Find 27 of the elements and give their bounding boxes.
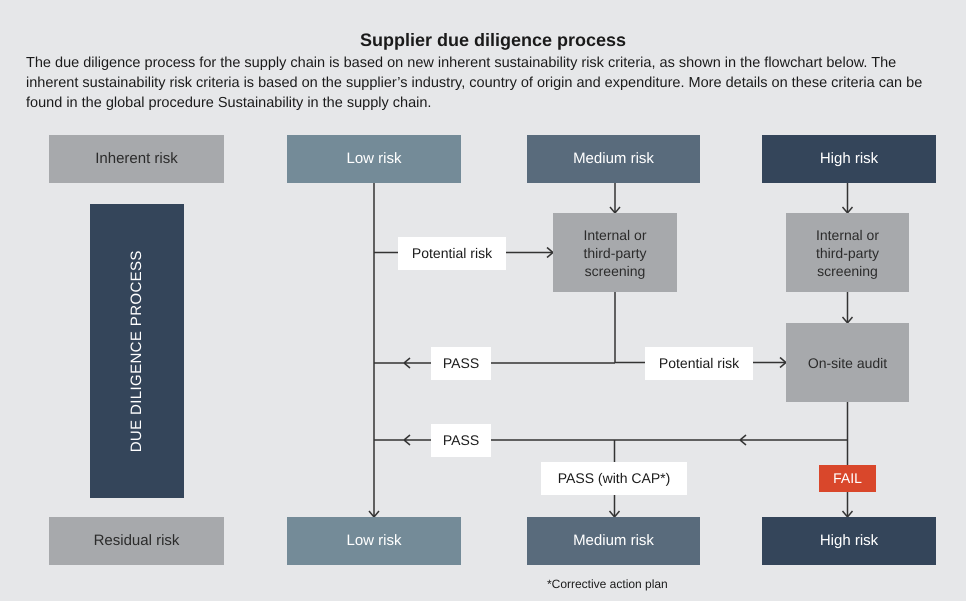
connector-arrow: [609, 183, 621, 214]
footnote: *Corrective action plan: [547, 576, 669, 593]
connector-arrow: [842, 292, 854, 324]
level-box: Residual risk: [49, 517, 224, 565]
process-band: DUE DILIGENCE PROCESS: [90, 204, 184, 498]
edge-label: PASS: [431, 347, 491, 380]
title: Supplier due diligence process: [358, 29, 628, 52]
risk-level-box: Medium risk: [527, 517, 700, 565]
process-box: Internal or third-party screening: [786, 213, 909, 292]
connector-arrow: [842, 492, 854, 518]
level-box: Inherent risk: [49, 135, 224, 183]
risk-level-box: Low risk: [287, 135, 461, 183]
connector-arrow: [842, 183, 854, 214]
edge-label: PASS (with CAP*): [541, 462, 687, 495]
edge-label: Potential risk: [398, 237, 506, 270]
risk-level-box: Low risk: [287, 517, 461, 565]
risk-level-box: High risk: [762, 517, 936, 565]
process-box: Internal or third-party screening: [553, 213, 677, 292]
edge-label: Potential risk: [645, 347, 753, 380]
fail-box: FAIL: [819, 465, 876, 492]
connector-arrow: [614, 434, 848, 446]
edge-label: PASS: [431, 424, 491, 457]
intro-paragraph: The due diligence process for the supply chain is based on new inherent sustainability risk criteria, as shown in the flowchart below. The inherent sustainability risk criteria is based on the supplier’s industry, country of origin and expenditure. More details on these criteria can be found in the global procedure Sustainability in the supply chain.: [26, 54, 924, 113]
risk-level-box: High risk: [762, 135, 936, 183]
connector-arrow: [368, 183, 380, 518]
risk-level-box: Medium risk: [527, 135, 700, 183]
process-box: On-site audit: [786, 323, 909, 402]
